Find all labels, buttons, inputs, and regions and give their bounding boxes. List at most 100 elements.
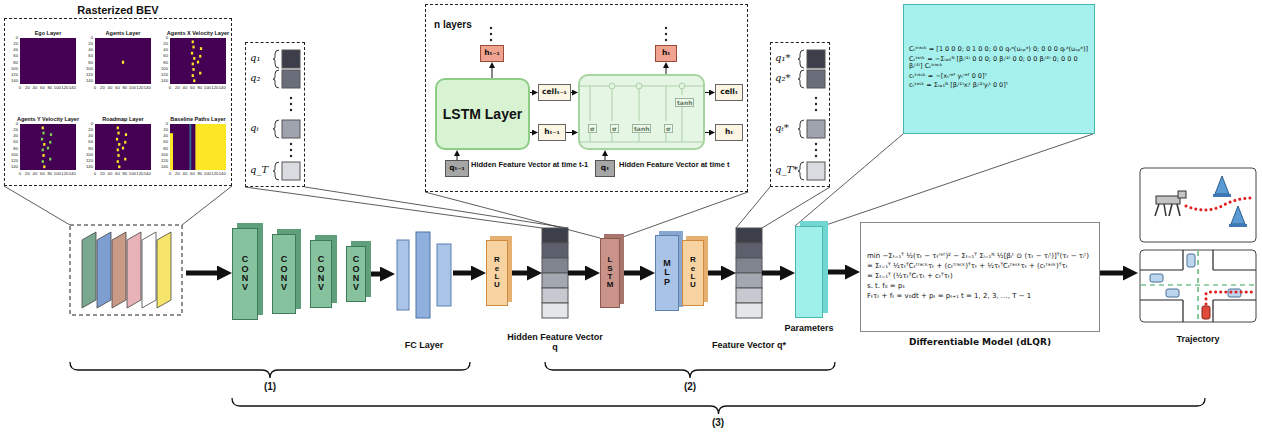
- connector-arrow: [530, 132, 532, 133]
- section-number: (1): [264, 381, 276, 393]
- axis-tick: 120: [156, 73, 168, 77]
- axis-tick: 120: [81, 73, 93, 77]
- feature-vector: Feature Vector q*: [736, 228, 762, 318]
- vector-cell: [736, 273, 762, 288]
- axis-tick: 60: [40, 172, 45, 176]
- raster-cell: [192, 68, 194, 71]
- road-edge: [1140, 299, 1183, 300]
- leader-line: [305, 187, 568, 228]
- axis-tick: 80: [81, 61, 93, 65]
- bev-plot: Baseline Paths Layer: [170, 124, 226, 170]
- axis-tick: 80: [123, 86, 128, 90]
- axis-tick: 0: [81, 36, 93, 40]
- ellipsis-dot: [490, 39, 492, 41]
- robot-leg: [1177, 204, 1180, 216]
- raster-image: [170, 124, 226, 170]
- ellipsis-dot: [665, 27, 667, 29]
- raster-cell: [47, 147, 49, 150]
- caption: Ego Layer: [35, 30, 62, 36]
- lane-marking: [1141, 284, 1255, 285]
- vector-element: q₂: [250, 72, 260, 84]
- ellipsis-dot: [815, 109, 817, 111]
- connector-arrow: [530, 92, 532, 93]
- brace: [798, 162, 804, 180]
- raster-image: [170, 38, 226, 84]
- equation: s. t. f₀ = p₁: [867, 282, 1093, 290]
- axis-tick: 140: [219, 172, 226, 176]
- section-brace: [545, 362, 835, 378]
- road-edge: [1140, 269, 1183, 270]
- fc-bar: [416, 232, 430, 318]
- raster-channel: [127, 232, 141, 308]
- equation: Cₜᵗʳᵃᶜᵏ = [1 0 0 0; 0 1 0 0; 0 0 qₜᵃ(uₛₚ…: [909, 46, 1089, 53]
- cone-base: [1229, 224, 1247, 227]
- vector-cell: [736, 258, 762, 273]
- cell-state-box: cellₜ: [715, 84, 743, 101]
- caption: Roadmap Layer: [102, 116, 143, 122]
- connector-arrow: [566, 132, 572, 133]
- raster-cell: [49, 158, 51, 161]
- axis-tick: 140: [144, 86, 151, 90]
- conv-block: CONV: [232, 228, 258, 320]
- vector-cell: [807, 50, 825, 68]
- connector-arrow: [705, 92, 709, 93]
- leader-line: [182, 186, 232, 225]
- gate-label: σ: [664, 124, 673, 133]
- layer-label: ReLU: [689, 256, 696, 290]
- brace: [273, 162, 279, 180]
- section-number: (2): [684, 381, 696, 393]
- connector-arrow: [453, 271, 471, 276]
- axis-tick: 140: [69, 172, 76, 176]
- vehicle: [1166, 289, 1179, 297]
- layer-label: LSTM Layer: [443, 106, 522, 122]
- vector-cell: [542, 228, 568, 243]
- road-edge: [1182, 300, 1183, 322]
- axis-tick: 100: [81, 153, 93, 157]
- robot-leg: [1164, 204, 1166, 216]
- axis-tick: 100: [204, 172, 211, 176]
- layer-label: LSTM: [606, 256, 613, 290]
- caption: Hidden Feature Vector q: [505, 332, 605, 353]
- vector-cell: [542, 273, 568, 288]
- road-edge: [1213, 269, 1256, 270]
- axis-tick: 120: [211, 172, 218, 176]
- axis-tick: 20: [175, 172, 180, 176]
- raster-cell: [200, 47, 202, 50]
- raster-cell: [199, 55, 201, 58]
- traffic-cone: [1231, 206, 1245, 224]
- axis-tick: 100: [6, 67, 18, 71]
- axis-tick: 80: [156, 61, 168, 65]
- caption: Trajectory: [1176, 334, 1219, 344]
- vector-cell: [736, 228, 762, 243]
- axis-tick: 140: [156, 79, 168, 83]
- raster-image: [95, 124, 151, 170]
- axis-tick: 20: [81, 42, 93, 46]
- caption: Parameters: [784, 323, 833, 333]
- raster-cell: [117, 149, 119, 152]
- axis-tick: 40: [183, 172, 188, 176]
- state-label: hₜ: [662, 49, 670, 58]
- caption: Hidden Feature Vector at time t-1: [471, 161, 591, 170]
- axis-tick: 120: [6, 159, 18, 163]
- connector-arrow: [620, 271, 640, 276]
- section-number: (3): [712, 417, 724, 429]
- vector-cell: [542, 258, 568, 273]
- vehicle: [1187, 254, 1195, 267]
- raster-channel: [112, 232, 126, 308]
- axis-tick: 20: [100, 86, 105, 90]
- connector-arrow: [366, 272, 380, 277]
- axis-tick: 80: [123, 172, 128, 176]
- connector-arrow: [705, 132, 709, 133]
- axis-tick: 20: [100, 172, 105, 176]
- lstm-block: LSTM: [600, 238, 620, 308]
- axis-tick: 60: [81, 140, 93, 144]
- section-brace: [70, 362, 470, 378]
- raster-channel: [157, 232, 171, 308]
- raster-channel: [142, 232, 156, 308]
- raster-cell: [192, 40, 194, 43]
- layer-label: CONV: [280, 255, 288, 293]
- connector-arrow: [571, 92, 572, 93]
- input-label: qₜ: [601, 164, 609, 173]
- hidden-state-box: hₜ: [715, 124, 743, 141]
- leader-line: [245, 187, 542, 228]
